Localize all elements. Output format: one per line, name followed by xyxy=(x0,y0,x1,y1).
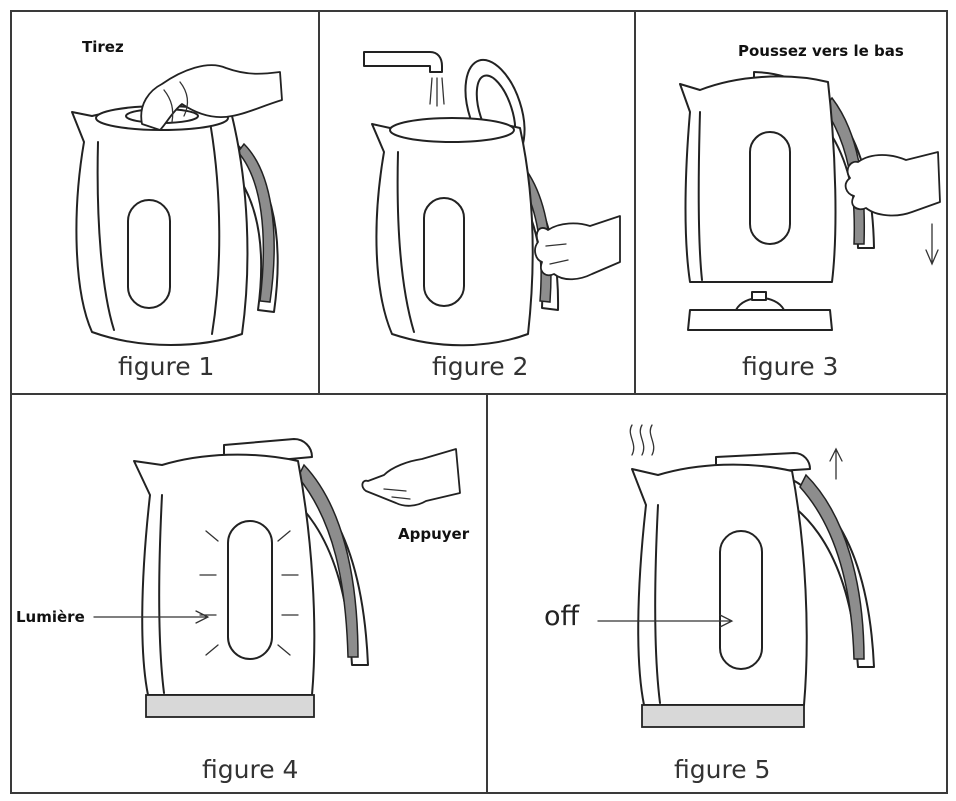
figure-3-kettle-lift-illustration xyxy=(679,71,941,331)
figure-4-panel: Appuyer Lumière figure 4 xyxy=(10,393,488,794)
figure-3-caption: figure 3 xyxy=(742,352,839,381)
figure-4-caption: figure 4 xyxy=(202,755,299,784)
indicator-off: off xyxy=(544,601,580,632)
figure-2-kettle-fill-illustration xyxy=(363,51,621,347)
instruction-appuyer: Appuyer xyxy=(398,525,470,543)
figure-5-panel: off figure 5 xyxy=(486,393,948,794)
figure-1-kettle-lid-illustration xyxy=(71,64,283,346)
figure-1-panel: Tirez figure 1 xyxy=(10,10,320,395)
figure-2-panel: figure 2 xyxy=(318,10,636,395)
figure-1-caption: figure 1 xyxy=(118,352,215,381)
instruction-poussez-vers-le-bas: Poussez vers le bas xyxy=(738,42,904,60)
figure-5-kettle-switch-off-illustration xyxy=(597,424,875,728)
indicator-lumiere: Lumière xyxy=(16,608,85,626)
figure-5-caption: figure 5 xyxy=(674,755,771,784)
figure-2-caption: figure 2 xyxy=(432,352,529,381)
instruction-tirez: Tirez xyxy=(82,38,124,56)
figure-4-kettle-switch-on-illustration xyxy=(93,438,461,718)
figure-3-panel: Poussez vers le bas figure 3 xyxy=(634,10,948,395)
